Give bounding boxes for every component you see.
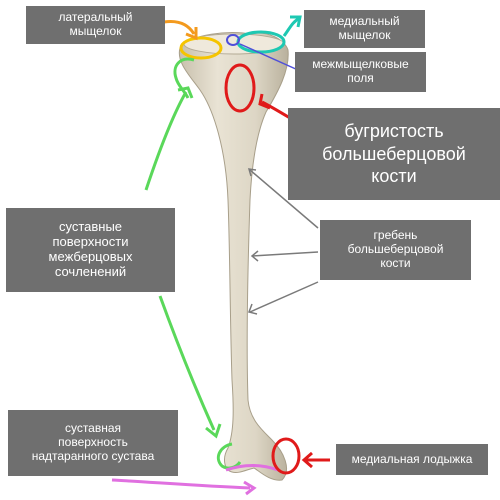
label-tibial-tuberosity: бугристость большеберцовой кости xyxy=(288,108,500,200)
label-medial-malleolus: медиальная лодыжка xyxy=(336,444,488,475)
crest-arrow-top xyxy=(249,169,319,229)
label-interosseous-surfaces: суставные поверхности межберцовых сочлен… xyxy=(6,208,175,292)
malleolus-outline xyxy=(271,437,301,475)
talar-surface-arrowhead xyxy=(243,480,257,496)
talar-surface-mark xyxy=(225,463,279,472)
crest-arrow-bottom xyxy=(249,281,319,313)
label-talar-surface: суставная поверхность надтаранного суста… xyxy=(8,410,178,476)
tuberosity-arrowhead xyxy=(258,93,271,110)
tuberosity-outline xyxy=(224,63,256,113)
crest-arrow-top-head xyxy=(247,168,257,177)
label-lateral-condyle: латеральный мыщелок xyxy=(26,6,165,44)
intercondylar-outline xyxy=(226,34,240,46)
green-upper-arrowhead xyxy=(177,86,194,99)
green-upper-mark xyxy=(173,57,195,99)
talar-surface-arrow xyxy=(111,478,251,490)
lateral-condyle-arrow xyxy=(163,20,196,35)
crest-arrow-bottom-head xyxy=(248,303,258,315)
intercondylar-arrow xyxy=(239,43,299,71)
label-intercondylar-fields: межмыщелковые поля xyxy=(295,52,426,92)
medial-condyle-arrowhead xyxy=(290,15,302,28)
tuberosity-arrow xyxy=(261,100,291,120)
lateral-condyle-outline xyxy=(179,36,223,60)
medial-condyle-arrow xyxy=(282,16,301,37)
label-medial-condyle: медиальный мыщелок xyxy=(304,10,425,48)
green-lower-arrowhead xyxy=(205,423,222,439)
crest-arrow-mid-head xyxy=(250,250,259,262)
green-lower-arrow xyxy=(158,295,216,431)
crest-arrow-mid xyxy=(251,251,319,257)
lateral-condyle-arrowhead xyxy=(185,27,198,41)
malleolus-arrowhead xyxy=(301,451,313,469)
tibia-bone xyxy=(178,32,289,481)
green-upper-arrow xyxy=(144,91,188,191)
label-tibial-crest: гребень большеберцовой кости xyxy=(320,220,471,280)
